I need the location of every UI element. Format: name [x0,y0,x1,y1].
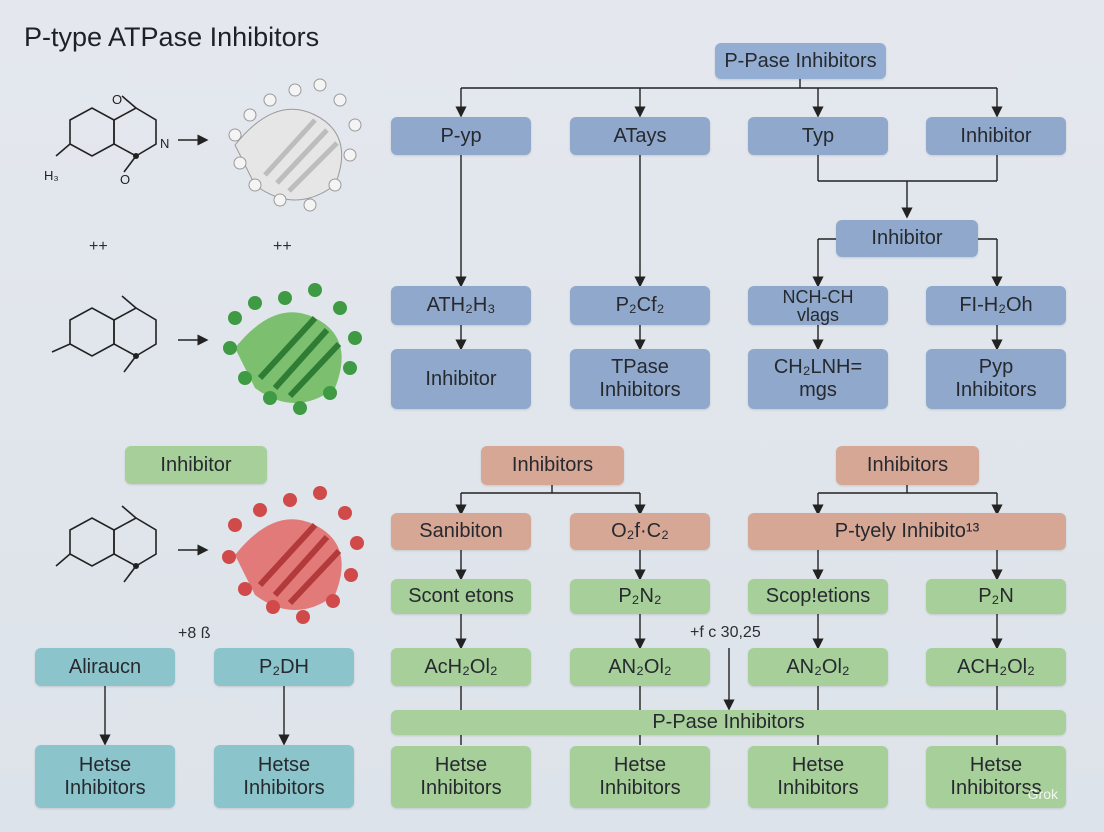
row2-box: FI-H₂Oh [926,286,1066,325]
bottom-box: Hetse Inhibitors [570,746,710,808]
bottom-box: Hetse Inhibitors [391,746,531,808]
plus-mark: ++ [89,238,108,255]
molecule-3-icon [55,505,157,583]
rose-header-box: Inhibitors [836,446,979,485]
rose-row-box: O₂f·C₂ [570,513,710,550]
protein-white-icon [228,78,362,212]
row1-box: Inhibitor [926,117,1066,155]
rose-header-box: Inhibitors [481,446,624,485]
green-row1-box: P₂N [926,579,1066,614]
row3-box: CH₂LNH= mgs [748,349,888,409]
left-bottom-box: Hetse Inhibitors [214,745,354,808]
p-pase-bar: P-Pase Inhibitors [391,710,1066,735]
bottom-box: Hetse Inhibitors [748,746,888,808]
row3-box: Pyp Inhibitors [926,349,1066,409]
mol-o-label: O [112,92,122,107]
protein-red-icon [222,486,364,624]
green-row2-box: AN₂Ol₂ [748,648,888,686]
row1-box: ATays [570,117,710,155]
row2-box: ATH₂H₃ [391,286,531,325]
watermark: Grok [1027,786,1058,802]
rose-row-wide-box: P-tyely Inhibito¹³ [748,513,1066,550]
row1-box: Typ [748,117,888,155]
green-row2-box: AcH₂Ol₂ [391,648,531,686]
green-row1-box: P₂N₂ [570,579,710,614]
row3-box: Inhibitor [391,349,531,409]
molecule-2-icon [51,295,157,373]
mol-n-label: N [160,136,169,151]
page-title: P-type ATPase Inhibitors [24,22,320,52]
row2-box: P₂Cf₂ [570,286,710,325]
rose-row-box: Sanibiton [391,513,531,550]
left-inhibitor-label: Inhibitor [125,446,267,484]
green-row1-box: Scont etons [391,579,531,614]
protein-green-icon [223,283,362,415]
mol-h-label: H₃ [44,168,59,183]
row2-box: NCH-CH vlags [748,286,888,325]
left-bottom-box: Hetse Inhibitors [35,745,175,808]
left-annotation: +8 ß [178,625,211,642]
row3-box: TPase Inhibitors [570,349,710,409]
green-row1-box: Scop!etions [748,579,888,614]
molecule-1-icon: O N O H₃ [44,92,169,187]
center-annotation: +f c 30,25 [690,624,761,641]
green-row2-box: ACH₂Ol₂ [926,648,1066,686]
top-header-box: P-Pase Inhibitors [715,43,886,79]
bottom-box: Hetse Inhibitorss [926,746,1066,808]
mol-o2-label: O [120,172,130,187]
mid-inhibitor-box: Inhibitor [836,220,978,257]
left-teal-box: Alirauсn [35,648,175,686]
left-teal-box: P₂DH [214,648,354,686]
plus-mark: ++ [273,238,292,255]
row1-box: P-yp [391,117,531,155]
green-row2-box: AN₂Ol₂ [570,648,710,686]
